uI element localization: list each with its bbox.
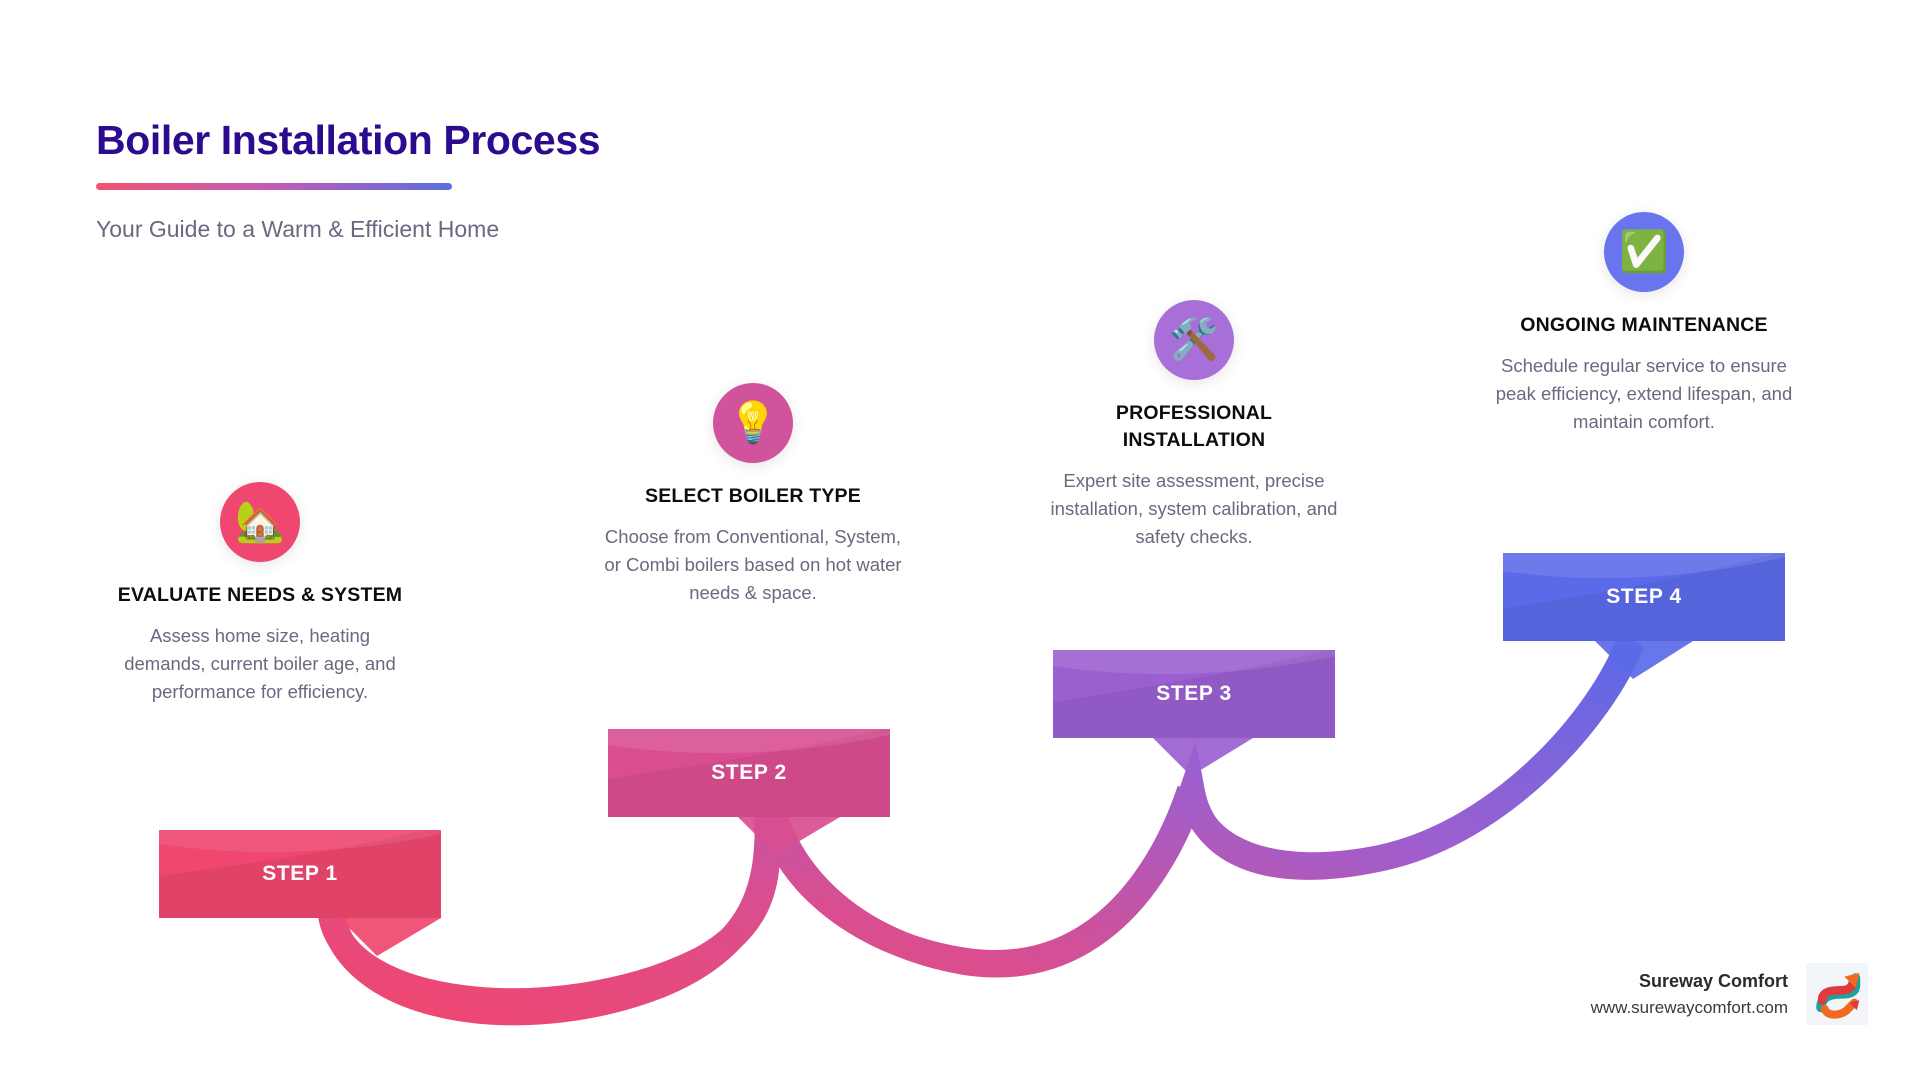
brand-footer: Sureway Comfort www.surewaycomfort.com [1591,963,1868,1025]
step-3: 🛠️ PROFESSIONAL INSTALLATION Expert site… [1044,300,1344,551]
brand-text-block: Sureway Comfort www.surewaycomfort.com [1591,968,1788,1021]
step-4-description: Schedule regular service to ensure peak … [1495,354,1793,433]
brand-name: Sureway Comfort [1638,970,1788,991]
step-3-banner-label: STEP 3 [1156,682,1232,705]
brand-url[interactable]: www.surewaycomfort.com [1590,997,1788,1017]
page-subtitle: Your Guide to a Warm & Efficient Home [96,216,500,243]
step-3-description: Expert site assessment, precise installa… [1050,469,1338,548]
step-4-banner[interactable]: STEP 4 [1503,553,1785,679]
step-2-description: Choose from Conventional, System, or Com… [604,525,902,604]
hammer-and-wrench-icon: 🛠️ [1154,300,1234,380]
step-2-banner-label: STEP 2 [711,761,787,784]
sureway-s-arrow-logo [1806,963,1868,1025]
step-2: 💡 SELECT BOILER TYPE Choose from Convent… [603,383,903,607]
step-2-banner[interactable]: STEP 2 [608,729,890,855]
lightbulb-icon: 💡 [713,383,793,463]
step-1-banner-label: STEP 1 [262,862,338,885]
page-title: Boiler Installation Process [96,117,601,163]
title-accent-rule [96,183,452,191]
check-mark-button-icon: ✅ [1604,212,1684,292]
step-4-title: ONGOING MAINTENANCE [1520,314,1768,336]
step-1-description: Assess home size, heating demands, curre… [124,624,396,703]
step-1-banner[interactable]: STEP 1 [159,830,441,956]
step-4: ✅ ONGOING MAINTENANCE Schedule regular s… [1494,212,1794,436]
step-3-title: PROFESSIONAL INSTALLATION [1115,402,1273,451]
step-2-title: SELECT BOILER TYPE [645,485,861,507]
step-4-banner-label: STEP 4 [1606,585,1682,608]
header: Boiler Installation Process Your Guide t… [96,117,996,244]
house-with-garden-icon: 🏡 [220,482,300,562]
step-3-banner[interactable]: STEP 3 [1053,650,1335,776]
step-1-title: EVALUATE NEEDS & SYSTEM [117,584,403,606]
step-1: 🏡 EVALUATE NEEDS & SYSTEM Assess home si… [110,482,410,706]
